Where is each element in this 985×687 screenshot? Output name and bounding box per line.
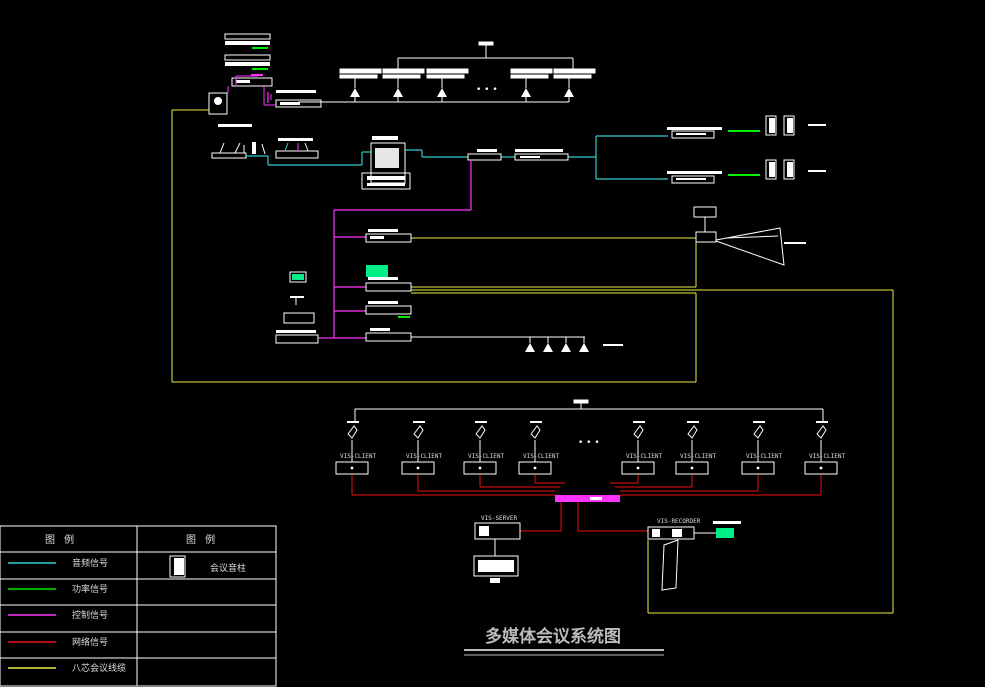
client-indicator xyxy=(478,466,482,470)
mic-label-bar xyxy=(530,421,542,423)
vis-client-label: VIS-CLIENT xyxy=(746,453,783,460)
vis-client: VIS-CLIENT xyxy=(804,421,846,475)
legend-label: 网络信号 xyxy=(72,636,108,648)
legend-label: 功率信号 xyxy=(72,583,108,595)
control-host xyxy=(275,271,319,344)
client-indicator xyxy=(533,466,537,470)
vis-client-label: VIS-CLIENT xyxy=(523,453,560,460)
client-box xyxy=(518,461,552,475)
legend-item: 网络信号 xyxy=(8,636,108,648)
control-wiring xyxy=(267,92,472,339)
delegate-mic-icon xyxy=(475,425,486,439)
vis-client-label: VIS-CLIENT xyxy=(809,453,846,460)
delegate-mic-icon xyxy=(413,425,424,439)
client-indicator xyxy=(416,466,420,470)
vis-recorder-label: VIS-RECORDER xyxy=(657,518,701,525)
control-wires-top xyxy=(227,75,276,106)
delegate-mic-icon xyxy=(687,425,698,439)
mic-label-bar xyxy=(753,421,765,423)
legend-table xyxy=(0,525,277,687)
source-devices xyxy=(208,33,322,127)
client-indicator xyxy=(636,466,640,470)
delegate-mic-icon xyxy=(633,425,644,439)
vis-client: VIS-CLIENT xyxy=(675,421,717,475)
client-box xyxy=(621,461,655,475)
vis-client-row: VIS-CLIENT VIS-CLIENT VIS-CLIENT VIS-CLIENT… xyxy=(335,421,846,475)
delegate-mic-icon xyxy=(347,425,358,439)
legend-item: 控制信号 xyxy=(8,609,108,621)
conference-cable xyxy=(171,109,894,614)
delegate-mic-icon xyxy=(816,425,827,439)
client-box xyxy=(401,461,435,475)
client-box xyxy=(675,461,709,475)
middle-rack-devices xyxy=(365,229,412,342)
column-speakers xyxy=(765,115,826,180)
mic-label-bar xyxy=(413,421,425,423)
client-indicator xyxy=(690,466,694,470)
ceiling-speaker-tree xyxy=(298,41,596,103)
microphone-devices xyxy=(211,138,319,159)
client-indicator xyxy=(350,466,354,470)
vis-client-label: VIS-CLIENT xyxy=(406,453,443,460)
network-switch xyxy=(555,495,620,502)
legend-item: 功率信号 xyxy=(8,583,108,595)
mic-label-bar xyxy=(633,421,645,423)
legend-label: 控制信号 xyxy=(72,609,108,621)
delegate-mic-icon xyxy=(530,425,541,439)
vis-client: VIS-CLIENT xyxy=(518,421,560,475)
client-box xyxy=(804,461,838,475)
client-indicator xyxy=(756,466,760,470)
client-box xyxy=(741,461,775,475)
camera-icon xyxy=(208,92,228,115)
vis-client-label: VIS-CLIENT xyxy=(680,453,717,460)
projector xyxy=(693,206,806,266)
mic-label-bar xyxy=(687,421,699,423)
vis-client: VIS-CLIENT xyxy=(401,421,443,475)
vis-recorder xyxy=(647,521,741,591)
vis-server-label: VIS-SERVER xyxy=(481,515,518,522)
client-box xyxy=(463,461,497,475)
column-speaker-icon xyxy=(169,555,186,578)
legend-symbol-label: 会议音柱 xyxy=(210,562,246,574)
legend-item: 八芯会议线缆 xyxy=(8,662,126,674)
client-indicator xyxy=(819,466,823,470)
vis-server xyxy=(473,522,521,583)
power-to-ceiling xyxy=(411,336,623,352)
audio-wiring xyxy=(246,135,668,180)
client-box xyxy=(335,461,369,475)
legend-label: 八芯会议线缆 xyxy=(72,662,126,674)
delegate-mic-icon xyxy=(753,425,764,439)
mic-label-bar xyxy=(347,421,359,423)
central-mixer xyxy=(361,136,411,190)
vis-client: VIS-CLIENT xyxy=(741,421,783,475)
legend-header-right: 图 例 xyxy=(186,533,218,546)
legend-label: 音频信号 xyxy=(72,557,108,569)
legend-item: 音频信号 xyxy=(8,557,108,569)
vis-client-label: VIS-CLIENT xyxy=(340,453,377,460)
processor-chain xyxy=(467,149,569,161)
vis-client: VIS-CLIENT xyxy=(335,421,377,475)
diagram-title: 多媒体会议系统图 xyxy=(485,626,621,647)
client-tree xyxy=(354,399,824,421)
vis-client: VIS-CLIENT xyxy=(621,421,663,475)
mic-label-bar xyxy=(816,421,828,423)
mic-label-bar xyxy=(475,421,487,423)
vis-client-label: VIS-CLIENT xyxy=(468,453,505,460)
network-wiring xyxy=(351,475,822,532)
laptop-icon xyxy=(366,265,388,277)
client-ellipsis: • • • xyxy=(578,438,600,448)
legend-header-left: 图 例 xyxy=(45,533,77,546)
vis-client-label: VIS-CLIENT xyxy=(626,453,663,460)
power-amplifiers xyxy=(667,127,760,184)
ellipsis-top: • • • xyxy=(476,85,498,95)
vis-client: VIS-CLIENT xyxy=(463,421,505,475)
